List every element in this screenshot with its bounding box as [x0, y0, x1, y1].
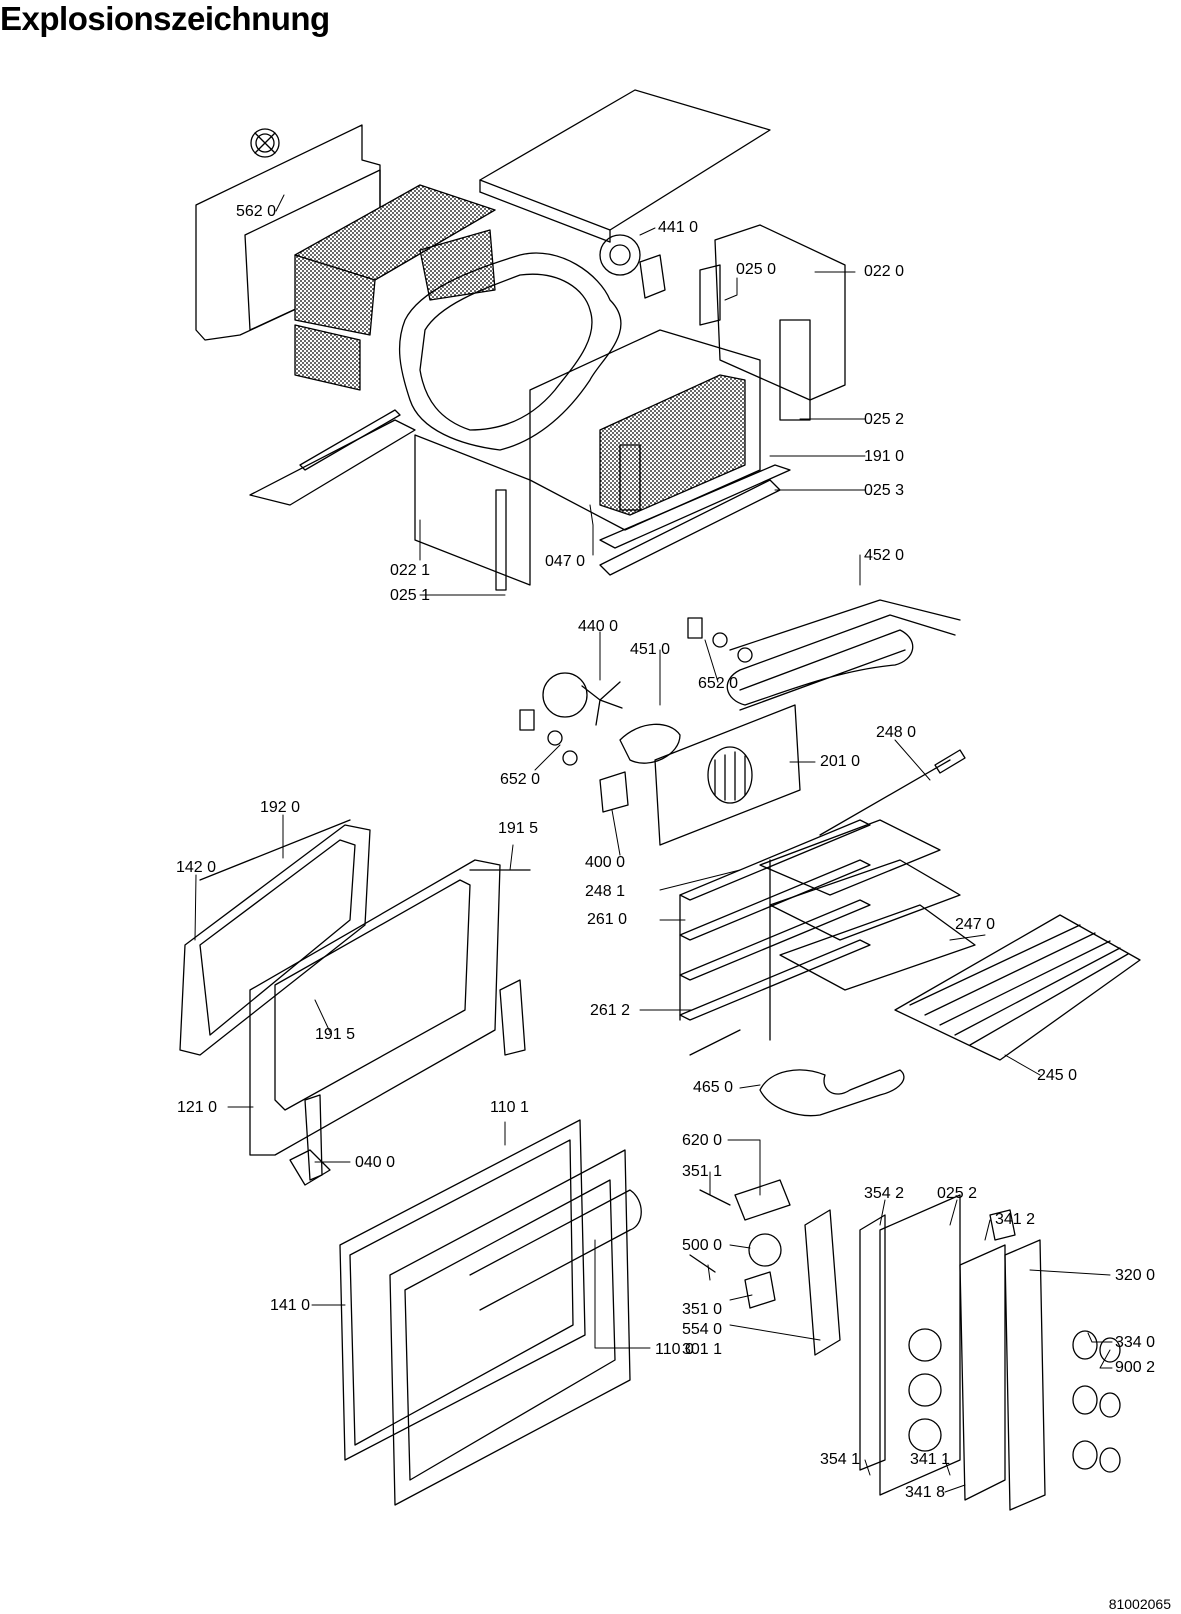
part-label-247-0: 247 0	[955, 916, 996, 933]
back-panel	[654, 704, 801, 846]
part-label-110-0: 110 0	[655, 1341, 694, 1358]
part-label-400-0: 400 0	[585, 854, 626, 871]
control-bracket	[804, 1194, 961, 1496]
part-label-620-0: 620 0	[682, 1132, 723, 1149]
part-label-351-0: 351 0	[682, 1301, 723, 1318]
part-label-047-0: 047 0	[545, 553, 586, 570]
part-label-025-3: 025 3	[864, 482, 905, 499]
leader-lines	[194, 194, 1113, 1493]
part-label-465-0: 465 0	[693, 1079, 734, 1096]
door-inner-glass	[179, 819, 371, 1056]
part-label-040-0: 040 0	[355, 1154, 396, 1171]
part-label-201-0: 201 0	[820, 753, 861, 770]
part-label-191-0: 191 0	[864, 448, 905, 465]
page-title: Explosionszeichnung	[0, 0, 330, 37]
part-label-341-2: 341 2	[995, 1211, 1036, 1228]
upper-heating-element	[726, 599, 961, 711]
fan-blade	[542, 672, 681, 764]
side-panel-right	[699, 224, 846, 421]
part-label-191-5-bottom: 191 5	[315, 1026, 356, 1043]
part-label-440-0: 440 0	[578, 618, 619, 635]
part-label-351-1: 351 1	[682, 1163, 723, 1180]
thermostat	[599, 771, 629, 813]
part-label-341-8: 341 8	[905, 1484, 946, 1501]
part-label-142-0: 142 0	[176, 859, 217, 876]
door-outer-glass	[339, 1119, 586, 1461]
fan-guard-icon	[250, 128, 280, 158]
lamp-sockets	[519, 617, 753, 766]
part-label-354-1: 354 1	[820, 1451, 861, 1468]
part-label-334-0: 334 0	[1115, 1334, 1156, 1351]
part-label-141-0: 141 0	[270, 1297, 311, 1314]
part-label-652-0-lower: 652 0	[500, 771, 541, 788]
part-label-248-1: 248 1	[585, 883, 626, 900]
control-knobs	[1072, 1330, 1121, 1473]
oven-cavity	[529, 329, 761, 531]
part-label-652-0-upper: 652 0	[698, 675, 739, 692]
part-label-191-5-top: 191 5	[498, 820, 539, 837]
door-frame	[249, 859, 531, 1156]
part-label-121-0: 121 0	[177, 1099, 218, 1116]
insulation-box	[294, 184, 496, 391]
rotisserie-spit	[819, 749, 966, 836]
part-label-452-0: 452 0	[864, 547, 905, 564]
part-label-248-0: 248 0	[876, 724, 917, 741]
insulation-blanket	[398, 252, 622, 451]
part-label-261-0: 261 0	[587, 911, 628, 928]
lower-heating-element	[689, 1029, 905, 1117]
part-label-025-1: 025 1	[390, 587, 431, 604]
part-label-025-2-bottom: 025 2	[937, 1185, 978, 1202]
part-label-245-0: 245 0	[1037, 1067, 1078, 1084]
side-panel-lower	[414, 434, 531, 591]
part-label-192-0: 192 0	[260, 799, 301, 816]
part-label-354-2: 354 2	[864, 1185, 905, 1202]
door-outer-panel	[389, 1149, 642, 1506]
part-label-554-0: 554 0	[682, 1321, 723, 1338]
shelf-support	[679, 819, 871, 1041]
part-label-900-2: 900 2	[1115, 1359, 1156, 1376]
part-label-500-0: 500 0	[682, 1237, 723, 1254]
document-number: 81002065	[1108, 1596, 1171, 1612]
door-hinge	[289, 979, 526, 1186]
door-handle	[469, 1189, 642, 1311]
part-label-562-0: 562 0	[236, 203, 277, 220]
part-label-261-2: 261 2	[590, 1002, 631, 1019]
part-label-320-0: 320 0	[1115, 1267, 1156, 1284]
part-label-301-1: 301 1	[682, 1341, 723, 1358]
drip-pans	[759, 819, 976, 991]
part-label-025-0: 025 0	[736, 261, 777, 278]
part-label-022-0: 022 0	[864, 263, 905, 280]
control-fascia	[959, 1209, 1046, 1511]
timer-switch	[689, 1179, 791, 1309]
top-cover	[479, 89, 771, 243]
part-label-451-0: 451 0	[630, 641, 671, 658]
part-label-025-2-top: 025 2	[864, 411, 905, 428]
part-label-341-1: 341 1	[910, 1451, 951, 1468]
part-label-022-1: 022 1	[390, 562, 431, 579]
part-label-110-1: 110 1	[490, 1099, 529, 1116]
wire-rack	[894, 914, 1141, 1061]
fan-motor	[599, 234, 666, 299]
part-label-441-0: 441 0	[658, 219, 699, 236]
